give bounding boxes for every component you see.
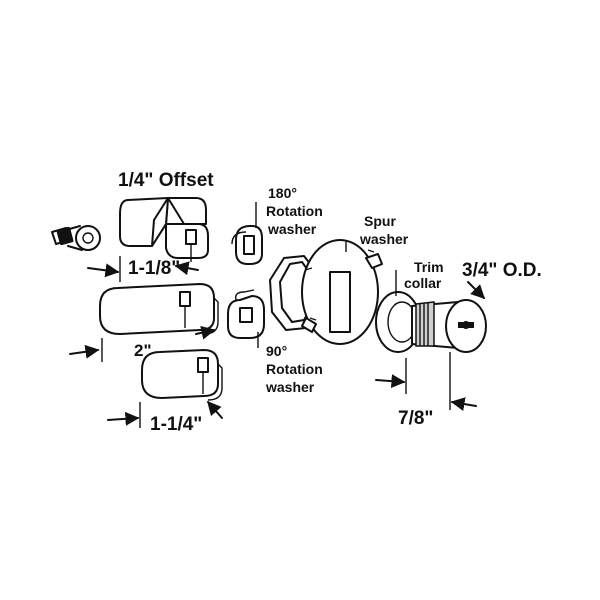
spur-washer (301, 239, 383, 345)
rotation-180-label-line1: Rotation (266, 203, 323, 219)
rotation-90-label-line2: washer (265, 379, 315, 395)
cam-screw (51, 225, 101, 251)
trim-label-line2: collar (404, 275, 442, 291)
rotation-washer-90 (227, 289, 265, 339)
rotation-90-number: 90° (266, 343, 287, 359)
two-inch-cam (99, 283, 219, 335)
spur-label-line2: washer (359, 231, 409, 247)
lock-cylinder (411, 299, 487, 353)
dim-1-1-8-label: 1-1/8" (128, 258, 180, 279)
dim-7-8-label: 7/8" (398, 408, 433, 429)
trim-label-line1: Trim (414, 259, 444, 275)
rotation-washer-180 (231, 225, 263, 265)
dim-1-1-4-label: 1-1/4" (150, 414, 202, 435)
rotation-90-label-line1: Rotation (266, 361, 323, 377)
offset-label: 1/4" Offset (118, 170, 214, 191)
offset-cam (119, 197, 209, 262)
one-quarter-cam (141, 349, 223, 401)
spur-label-line1: Spur (364, 213, 396, 229)
dim-2-label: 2" (134, 341, 152, 360)
rotation-180-label-line2: washer (267, 221, 317, 237)
dimension-lines (69, 202, 485, 428)
od-label: 3/4" O.D. (462, 260, 542, 281)
rotation-180-number: 180° (268, 185, 297, 201)
